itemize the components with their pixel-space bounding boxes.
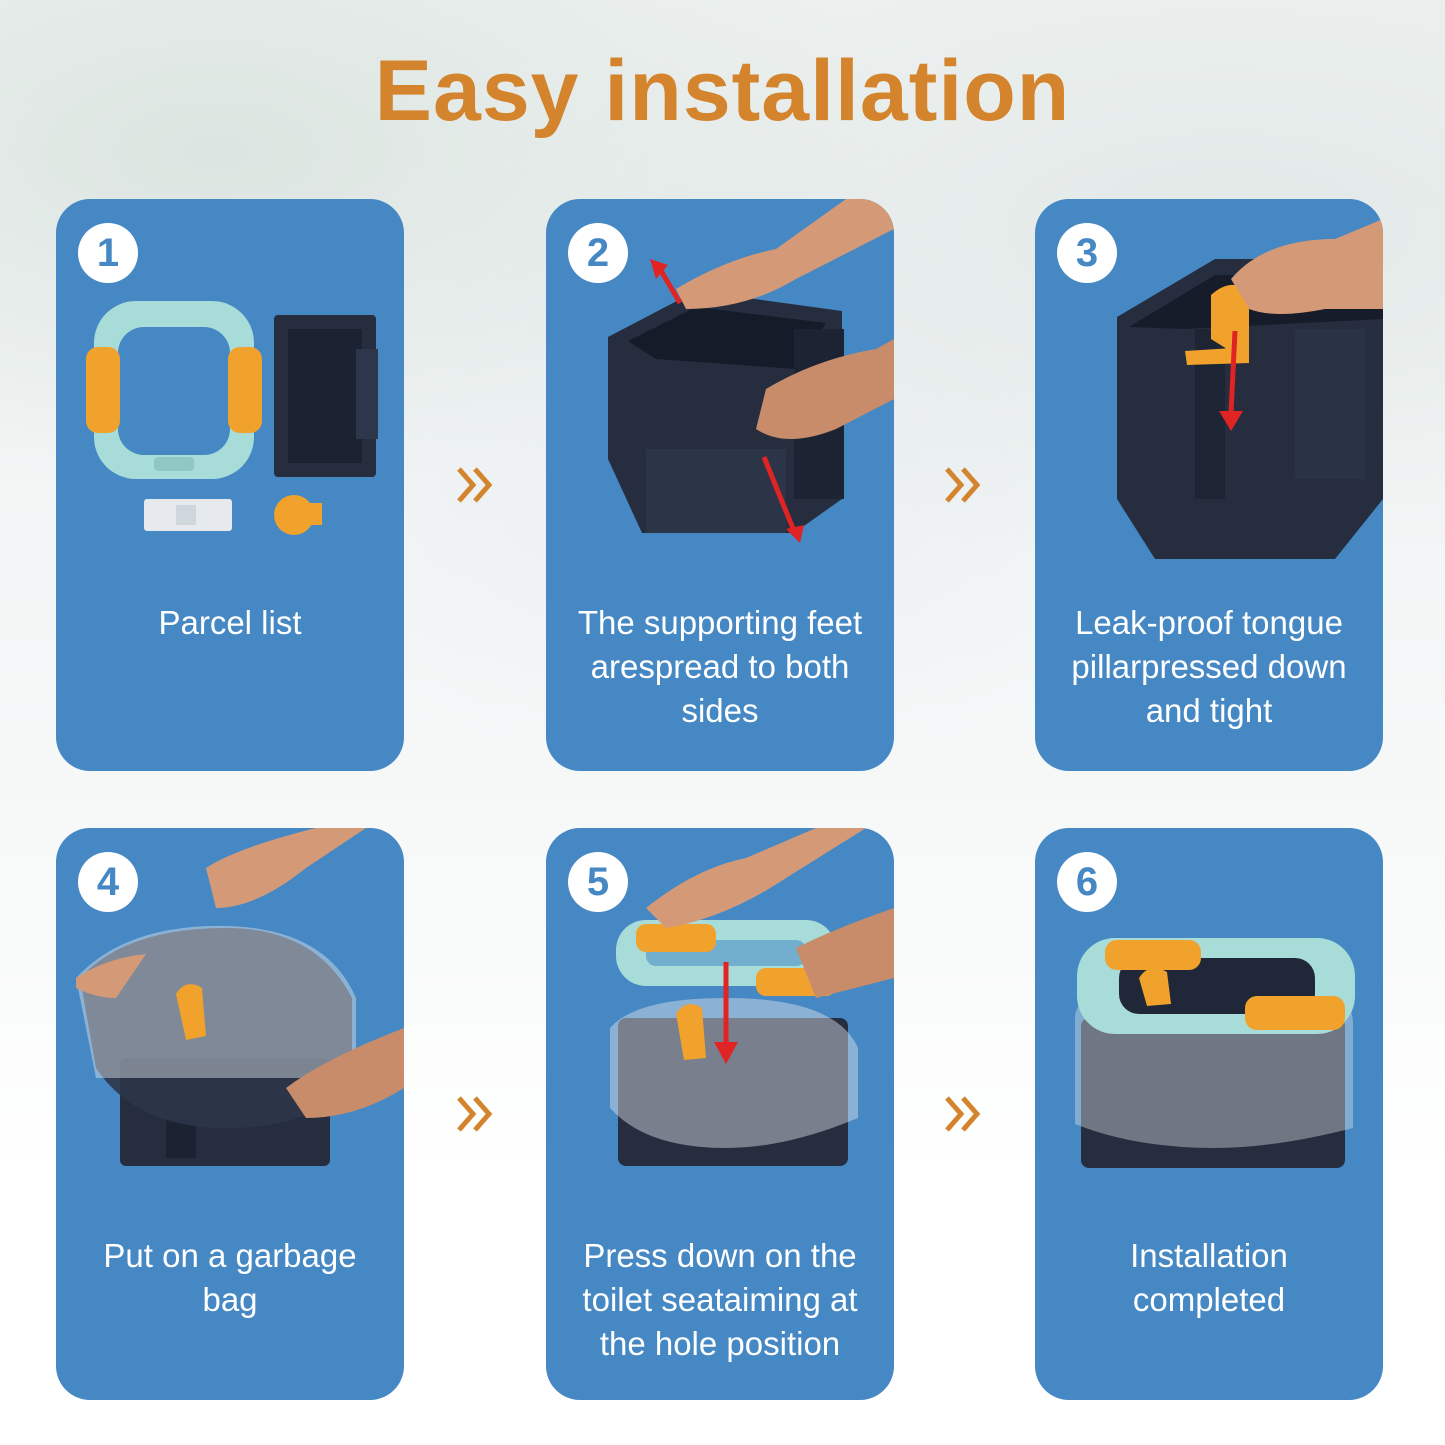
step-number-badge: 4 bbox=[78, 852, 138, 912]
step-caption-line: Installation bbox=[1130, 1237, 1288, 1274]
step-card-5: 5 Press down on the toilet seataiming at… bbox=[546, 828, 894, 1400]
step-card-1: 1 Parcel list bbox=[56, 199, 404, 771]
step-number-badge: 5 bbox=[568, 852, 628, 912]
step-caption-line: Press down on the bbox=[583, 1237, 857, 1274]
step-caption-line: and tight bbox=[1145, 692, 1273, 729]
completed-potty-illustration bbox=[1075, 938, 1355, 1168]
garbage-bag-illustration bbox=[76, 828, 404, 1166]
step-caption-line: pillarpressed down bbox=[1071, 648, 1347, 685]
step-caption-line: bag bbox=[202, 1281, 258, 1318]
step-caption-line: the hole position bbox=[599, 1325, 841, 1362]
step-caption: Parcel list bbox=[56, 601, 404, 645]
step-caption: Leak-proof tongue pillarpressed down and… bbox=[1035, 601, 1383, 733]
step-number-badge: 6 bbox=[1057, 852, 1117, 912]
step-caption-line: arespread to both bbox=[590, 648, 850, 685]
spread-feet-illustration bbox=[608, 199, 894, 543]
step-number-badge: 2 bbox=[568, 223, 628, 283]
step-card-6: 6 Installation completed bbox=[1035, 828, 1383, 1400]
step-number-badge: 1 bbox=[78, 223, 138, 283]
tongue-pillar-illustration bbox=[1117, 219, 1383, 559]
step-card-3: 3 Leak-proof tongue pillarpressed down a… bbox=[1035, 199, 1383, 771]
step-caption-line: Put on a garbage bbox=[103, 1237, 357, 1274]
parcel-list-illustration bbox=[86, 301, 378, 535]
double-chevron-right-icon bbox=[945, 1096, 981, 1132]
step-caption: The supporting feet arespread to both si… bbox=[546, 601, 894, 733]
step-caption-line: The supporting feet bbox=[577, 604, 863, 641]
step-caption-line: Parcel list bbox=[158, 604, 302, 641]
step-caption: Installation completed bbox=[1035, 1234, 1383, 1322]
step-number-badge: 3 bbox=[1057, 223, 1117, 283]
double-chevron-right-icon bbox=[945, 467, 981, 503]
step-card-2: 2 The supporting feet arespread to both … bbox=[546, 199, 894, 771]
step-caption-line: sides bbox=[681, 692, 759, 729]
double-chevron-right-icon bbox=[457, 467, 493, 503]
double-chevron-right-icon bbox=[457, 1096, 493, 1132]
step-card-4: 4 Put on a garbage bag bbox=[56, 828, 404, 1400]
step-caption-line: completed bbox=[1132, 1281, 1286, 1318]
step-caption-line: toilet seataiming at bbox=[582, 1281, 858, 1318]
step-caption: Put on a garbage bag bbox=[56, 1234, 404, 1322]
step-caption: Press down on the toilet seataiming at t… bbox=[546, 1234, 894, 1366]
step-caption-line: Leak-proof tongue bbox=[1075, 604, 1343, 641]
page-title: Easy installation bbox=[374, 43, 1071, 139]
press-seat-illustration bbox=[610, 828, 894, 1166]
